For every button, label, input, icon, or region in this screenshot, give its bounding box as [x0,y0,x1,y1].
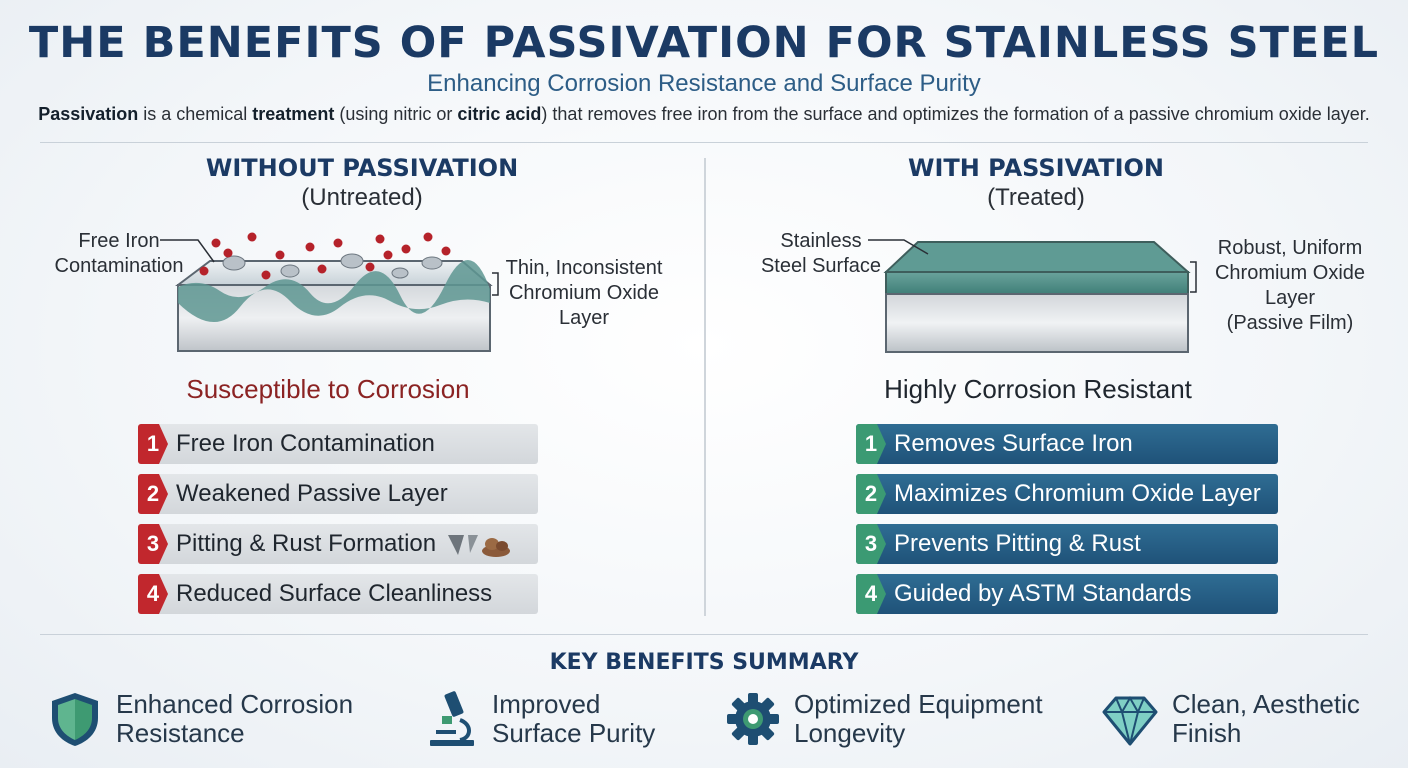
intro-part: is a chemical [138,104,253,124]
item-text: Weakened Passive Layer [176,480,448,507]
intro-term-citric-acid: citric acid [457,104,542,124]
item-number-badge: 4 [138,574,168,614]
benefit-item: Improved Surface Purity [426,690,655,748]
item-text: Pitting & Rust Formation [176,530,437,557]
surface-leader-line [868,239,929,255]
intro-part: (using nitric or [334,104,458,124]
list-item: 3 Pitting & Rust Formation [138,524,538,564]
list-item: 4 Guided by ASTM Standards [856,574,1278,614]
list-item: 1 Free Iron Contamination [138,424,538,464]
benefit-item: Clean, Aesthetic Finish [1102,690,1360,748]
list-item: 1 Removes Surface Iron [856,424,1278,464]
right-subheading: (Treated) [987,184,1085,211]
label-line: Chromium Oxide [1214,262,1366,284]
gear-icon [727,693,779,745]
label-line: Chromium Oxide [508,282,660,304]
pitting-rust-icon [448,535,511,557]
list-item: 3 Prevents Pitting & Rust [856,524,1278,564]
label-line: Layer [1264,287,1316,309]
contamination-leader-line [160,239,215,263]
bottom-divider [40,634,1368,635]
summary-title: KEY BENEFITS SUMMARY [549,650,859,675]
intro-text: Passivation is a chemical treatment (usi… [0,104,1408,125]
intro-part: ) that removes free iron from the surfac… [541,104,1370,124]
right-heading: WITH PASSIVATION [907,154,1165,182]
benefit-item: Optimized Equipment Longevity [726,690,1043,748]
benefit-text: Clean, Aesthetic Finish [1172,689,1360,748]
item-number-badge: 1 [138,424,168,464]
label-line: Thin, Inconsistent [505,257,663,279]
top-divider [40,142,1368,143]
label-line: (Passive Film) [1226,312,1354,334]
list-item: 2 Weakened Passive Layer [138,474,538,514]
intro-term-passivation: Passivation [38,104,139,124]
list-item: 2 Maximizes Chromium Oxide Layer [856,474,1278,514]
item-text: Guided by ASTM Standards [894,580,1192,607]
item-text: Prevents Pitting & Rust [894,530,1141,557]
item-text: Maximizes Chromium Oxide Layer [894,480,1261,507]
label-stainless-steel-surface: Stainless Steel Surface [756,229,886,279]
left-heading: WITHOUT PASSIVATION [205,154,519,182]
right-status: Highly Corrosion Resistant [884,374,1192,404]
microscope-icon [430,691,474,746]
intro-term-treatment: treatment [252,104,335,124]
untreated-steel-illustration [175,232,499,352]
benefit-text: Enhanced Corrosion Resistance [116,689,354,748]
label-free-iron-contamination: Free Iron Contamination [52,229,186,279]
shield-icon [52,693,98,746]
item-number-badge: 3 [138,524,168,564]
item-number-badge: 2 [138,474,168,514]
label-robust-oxide-layer: Robust, Uniform Chromium Oxide Layer (Pa… [1200,236,1380,336]
item-number-badge: 2 [856,474,886,514]
list-item: 4 Reduced Surface Cleanliness [138,574,538,614]
label-line: Steel Surface [760,255,882,277]
left-subheading: (Untreated) [301,184,423,211]
center-divider [704,158,706,616]
label-line: Contamination [54,255,184,277]
benefit-text: Improved Surface Purity [492,689,656,748]
label-line: Robust, Uniform [1217,237,1363,259]
item-number-badge: 1 [856,424,886,464]
item-text: Free Iron Contamination [176,430,435,457]
page-title: THE BENEFITS OF PASSIVATION FOR STAINLES… [28,18,1380,68]
label-line: Free Iron [78,230,160,252]
item-number-badge: 3 [856,524,886,564]
benefit-text: Optimized Equipment Longevity [794,689,1043,748]
label-line: Layer [558,307,610,329]
item-number-badge: 4 [856,574,886,614]
item-text: Removes Surface Iron [894,430,1133,457]
page-subtitle: Enhancing Corrosion Resistance and Surfa… [427,70,981,97]
label-line: Stainless [780,230,862,252]
diamond-icon [1102,695,1158,746]
benefit-item: Enhanced Corrosion Resistance [48,690,353,748]
treated-steel-illustration [883,241,1197,353]
label-thin-oxide-layer: Thin, Inconsistent Chromium Oxide Layer [496,256,672,331]
left-status: Susceptible to Corrosion [186,374,470,404]
item-text: Reduced Surface Cleanliness [176,580,493,607]
